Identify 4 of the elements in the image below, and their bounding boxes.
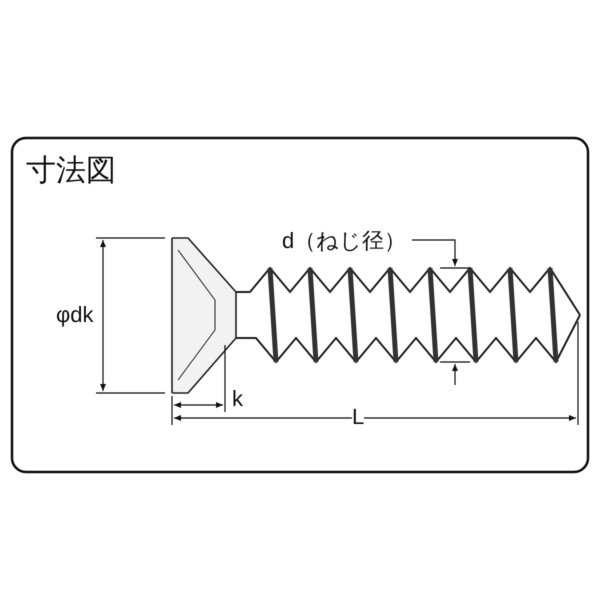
dimension-label: k — [232, 386, 243, 412]
title: 寸法図 — [26, 153, 116, 189]
dimension-label: φdk — [56, 302, 94, 328]
dimension-label: d（ねじ径） — [282, 227, 406, 255]
